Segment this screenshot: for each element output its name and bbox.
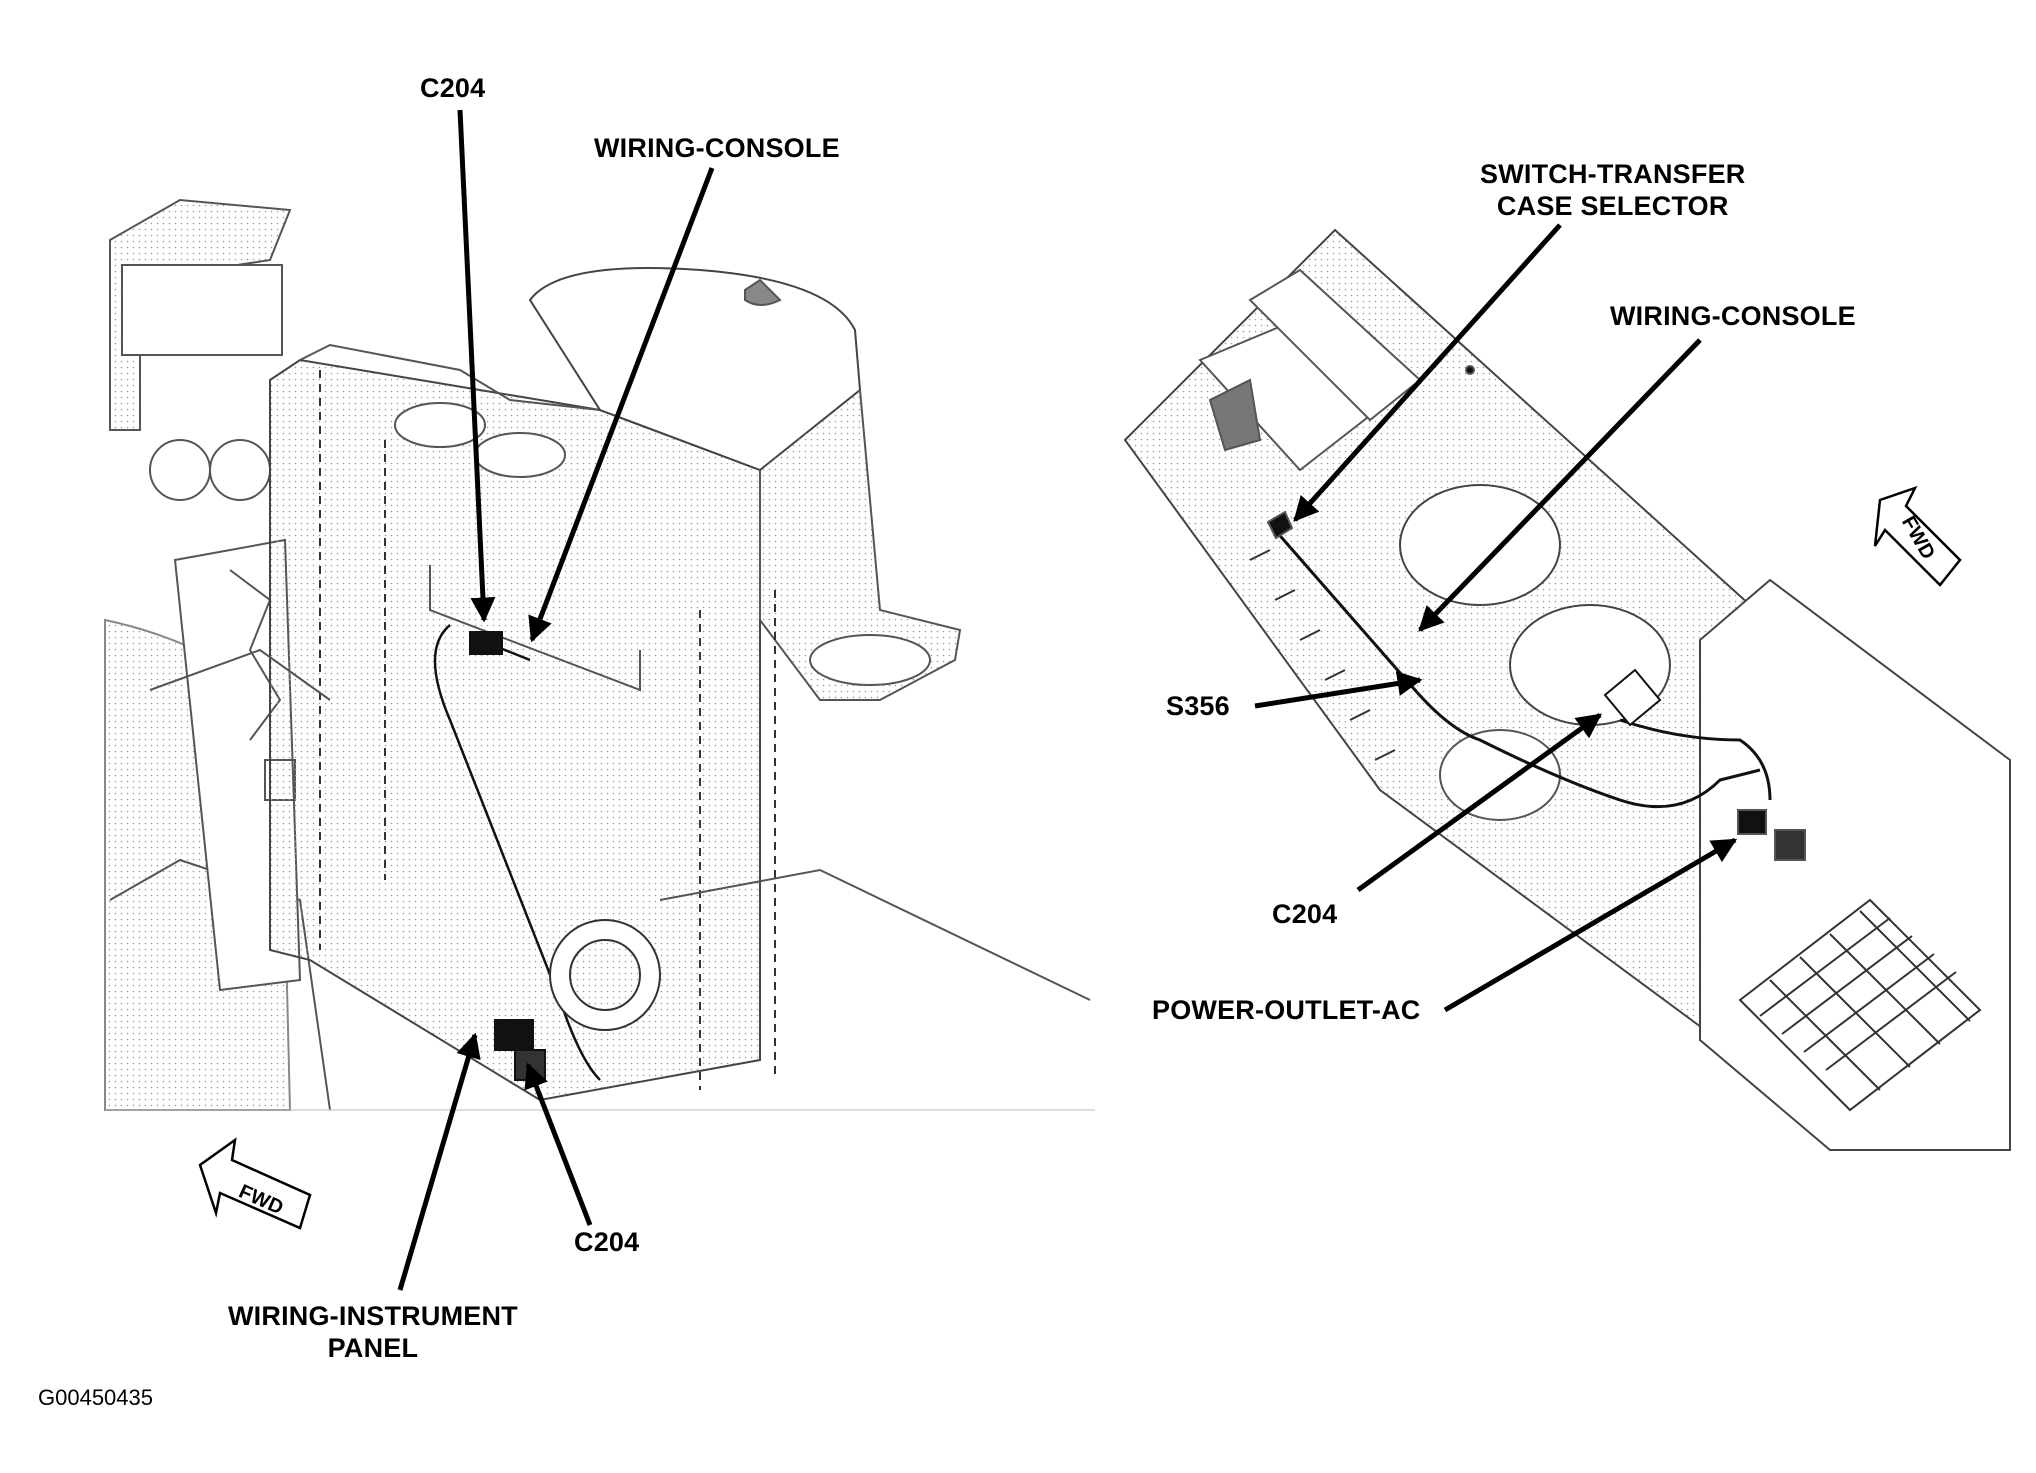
- left-console-illustration: [104, 198, 1095, 1111]
- label-s356: S356: [1166, 691, 1230, 721]
- label-c204-top: C204: [420, 73, 486, 103]
- label-power-outlet-ac: POWER-OUTLET-AC: [1152, 995, 1421, 1025]
- label-wiring-instrument-panel-line2: PANEL: [327, 1333, 419, 1363]
- leader-lines: [397, 109, 1738, 1291]
- label-switch-transfer-case-selector: SWITCH-TRANSFER CASE SELECTOR: [1480, 158, 1745, 222]
- label-wiring-console-right: WIRING-CONSOLE: [1610, 301, 1856, 331]
- label-wiring-console-left: WIRING-CONSOLE: [594, 133, 840, 163]
- figure-id: G00450435: [38, 1385, 153, 1410]
- label-c204-right: C204: [1272, 899, 1338, 929]
- label-switch-transfer-line1: SWITCH-TRANSFER: [1480, 159, 1746, 189]
- right-fwd-arrow-icon: [1873, 485, 1962, 587]
- label-c204-bottom: C204: [574, 1227, 640, 1257]
- label-wiring-instrument-panel: WIRING-INSTRUMENT PANEL: [228, 1300, 518, 1364]
- label-switch-transfer-line2: CASE SELECTOR: [1496, 191, 1729, 221]
- left-fwd-arrow-icon: [198, 1137, 312, 1230]
- label-wiring-instrument-panel-line1: WIRING-INSTRUMENT: [228, 1301, 518, 1331]
